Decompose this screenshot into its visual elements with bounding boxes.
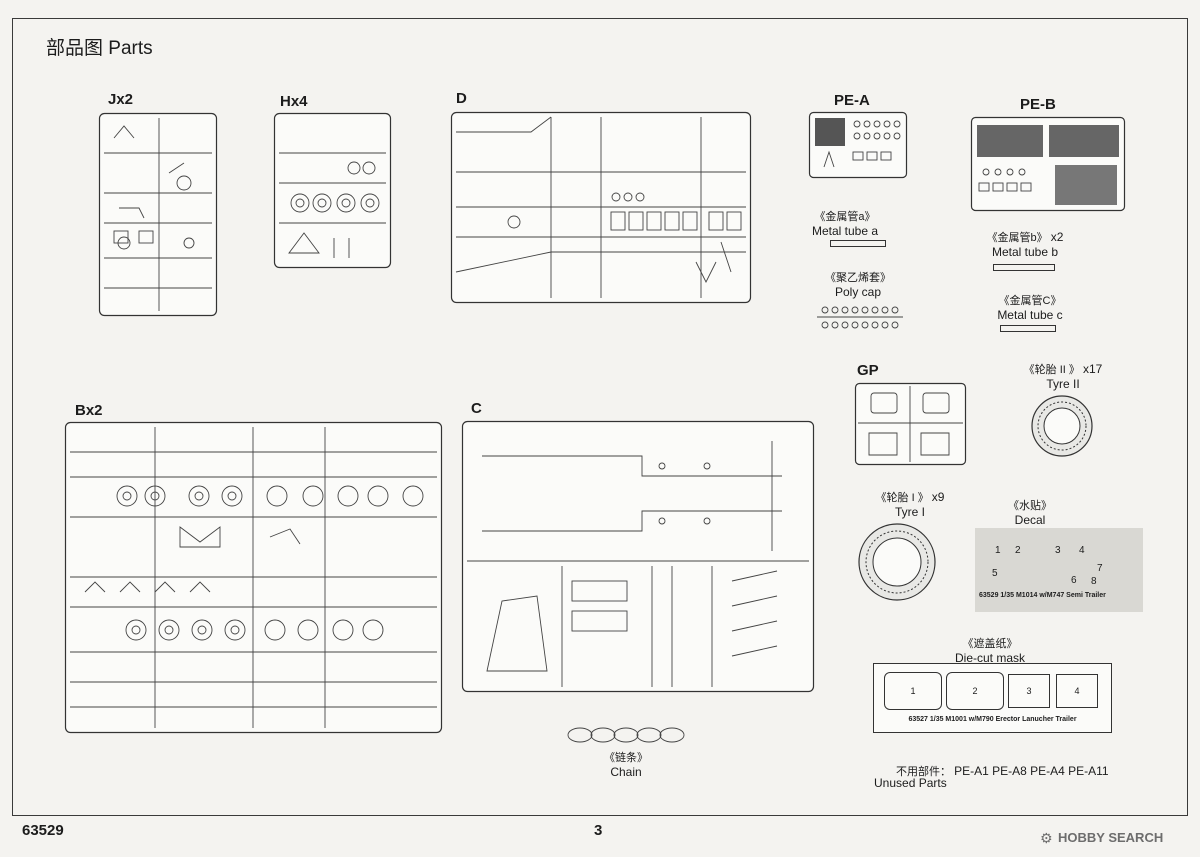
metal-tube-b-qty: x2 — [1050, 230, 1064, 244]
tyre1-drawing — [858, 523, 936, 601]
sprue-label-peb: PE-B — [1020, 96, 1056, 113]
decal-number-5: 5 — [992, 568, 998, 579]
metal-tube-c-en: Metal tube c — [997, 308, 1063, 322]
mask-cn: 《遮盖纸》 — [962, 638, 1018, 650]
mask-sheet: 1 2 3 4 63527 1/35 M1001 w/M790 Erector … — [873, 663, 1112, 733]
sprue-c-drawing — [461, 420, 815, 693]
unused-parts-en: Unused Parts — [874, 776, 947, 790]
tyre2-drawing — [1031, 395, 1093, 457]
metal-tube-b-cn: 《金属管b》 — [986, 232, 1048, 244]
sprue-label-d: D — [456, 90, 467, 107]
watermark-logo-icon: ⚙ — [1040, 830, 1053, 846]
pe-a-fret-drawing — [808, 111, 908, 179]
mask-number-2: 2 — [946, 672, 1004, 710]
mask-number-1: 1 — [884, 672, 942, 710]
decal-number-4: 4 — [1079, 545, 1085, 556]
decal-en: Decal — [1014, 513, 1046, 527]
metal-tube-a-cn: 《金属管a》 — [814, 211, 876, 223]
metal-tube-a-drawing — [830, 240, 886, 247]
decal-number-6: 6 — [1071, 575, 1077, 586]
watermark-text: HOBBY SEARCH — [1058, 830, 1164, 845]
mask-en: Die-cut mask — [954, 651, 1025, 665]
decal-number-7: 7 — [1097, 563, 1103, 574]
mask-sheet-text: 63527 1/35 M1001 w/M790 Erector Lanucher… — [908, 716, 1077, 723]
decal-number-2: 2 — [1015, 545, 1021, 556]
decal-number-8: 8 — [1091, 576, 1097, 587]
sprue-j-drawing — [98, 112, 218, 317]
kit-number: 63529 — [22, 822, 64, 839]
decal-cn: 《水贴》 — [1008, 500, 1052, 512]
tyre2-en: Tyre II — [1046, 377, 1080, 391]
sprue-d-drawing — [450, 111, 752, 304]
mask-number-4: 4 — [1056, 674, 1098, 708]
sprue-label-b: Bx2 — [75, 402, 103, 419]
tyre2-qty: x17 — [1082, 362, 1103, 376]
chain-en: Chain — [610, 765, 642, 779]
sprue-label-c: C — [471, 400, 482, 417]
pe-b-fret-drawing — [970, 116, 1126, 212]
page-title: 部品图 Parts — [46, 38, 153, 59]
metal-tube-b-en: Metal tube b — [991, 245, 1059, 259]
tyre1-cn: 《轮胎 I 》 — [875, 492, 929, 504]
decal-sheet-text: 63529 1/35 M1014 w/M747 Semi Trailer — [979, 592, 1106, 599]
page-frame — [12, 18, 1188, 816]
metal-tube-a-en: Metal tube a — [811, 224, 879, 238]
tyre1-qty: x9 — [931, 490, 945, 504]
metal-tube-c-cn: 《金属管C》 — [998, 295, 1062, 307]
unused-parts-cn: 不用部件： — [896, 766, 951, 778]
page-number: 3 — [594, 822, 603, 839]
mask-number-3: 3 — [1008, 674, 1050, 708]
chain-cn: 《链条》 — [604, 752, 648, 764]
sprue-b-drawing — [64, 421, 443, 734]
chain-drawing — [567, 727, 685, 743]
poly-cap-en: Poly cap — [834, 285, 882, 299]
decal-number-1: 1 — [995, 545, 1001, 556]
unused-parts-list: PE-A1 PE-A8 PE-A4 PE-A11 — [954, 764, 1109, 778]
sprue-label-j: Jx2 — [108, 91, 134, 108]
decal-sheet: 1 2 3 4 5 6 7 8 63529 1/35 M1014 w/M747 … — [975, 528, 1143, 612]
poly-cap-drawing — [817, 306, 903, 329]
metal-tube-c-drawing — [1000, 325, 1056, 332]
sprue-h-drawing — [273, 112, 392, 269]
metal-tube-b-drawing — [993, 264, 1055, 271]
poly-cap-cn: 《聚乙烯套》 — [825, 272, 891, 284]
tyre1-en: Tyre I — [894, 505, 925, 519]
decal-number-3: 3 — [1055, 545, 1061, 556]
tyre2-cn: 《轮胎 II 》 — [1023, 364, 1080, 376]
sprue-gp-drawing — [854, 382, 967, 466]
sprue-label-h: Hx4 — [280, 93, 308, 110]
sprue-label-pea: PE-A — [834, 92, 870, 109]
sprue-label-gp: GP — [857, 362, 879, 379]
